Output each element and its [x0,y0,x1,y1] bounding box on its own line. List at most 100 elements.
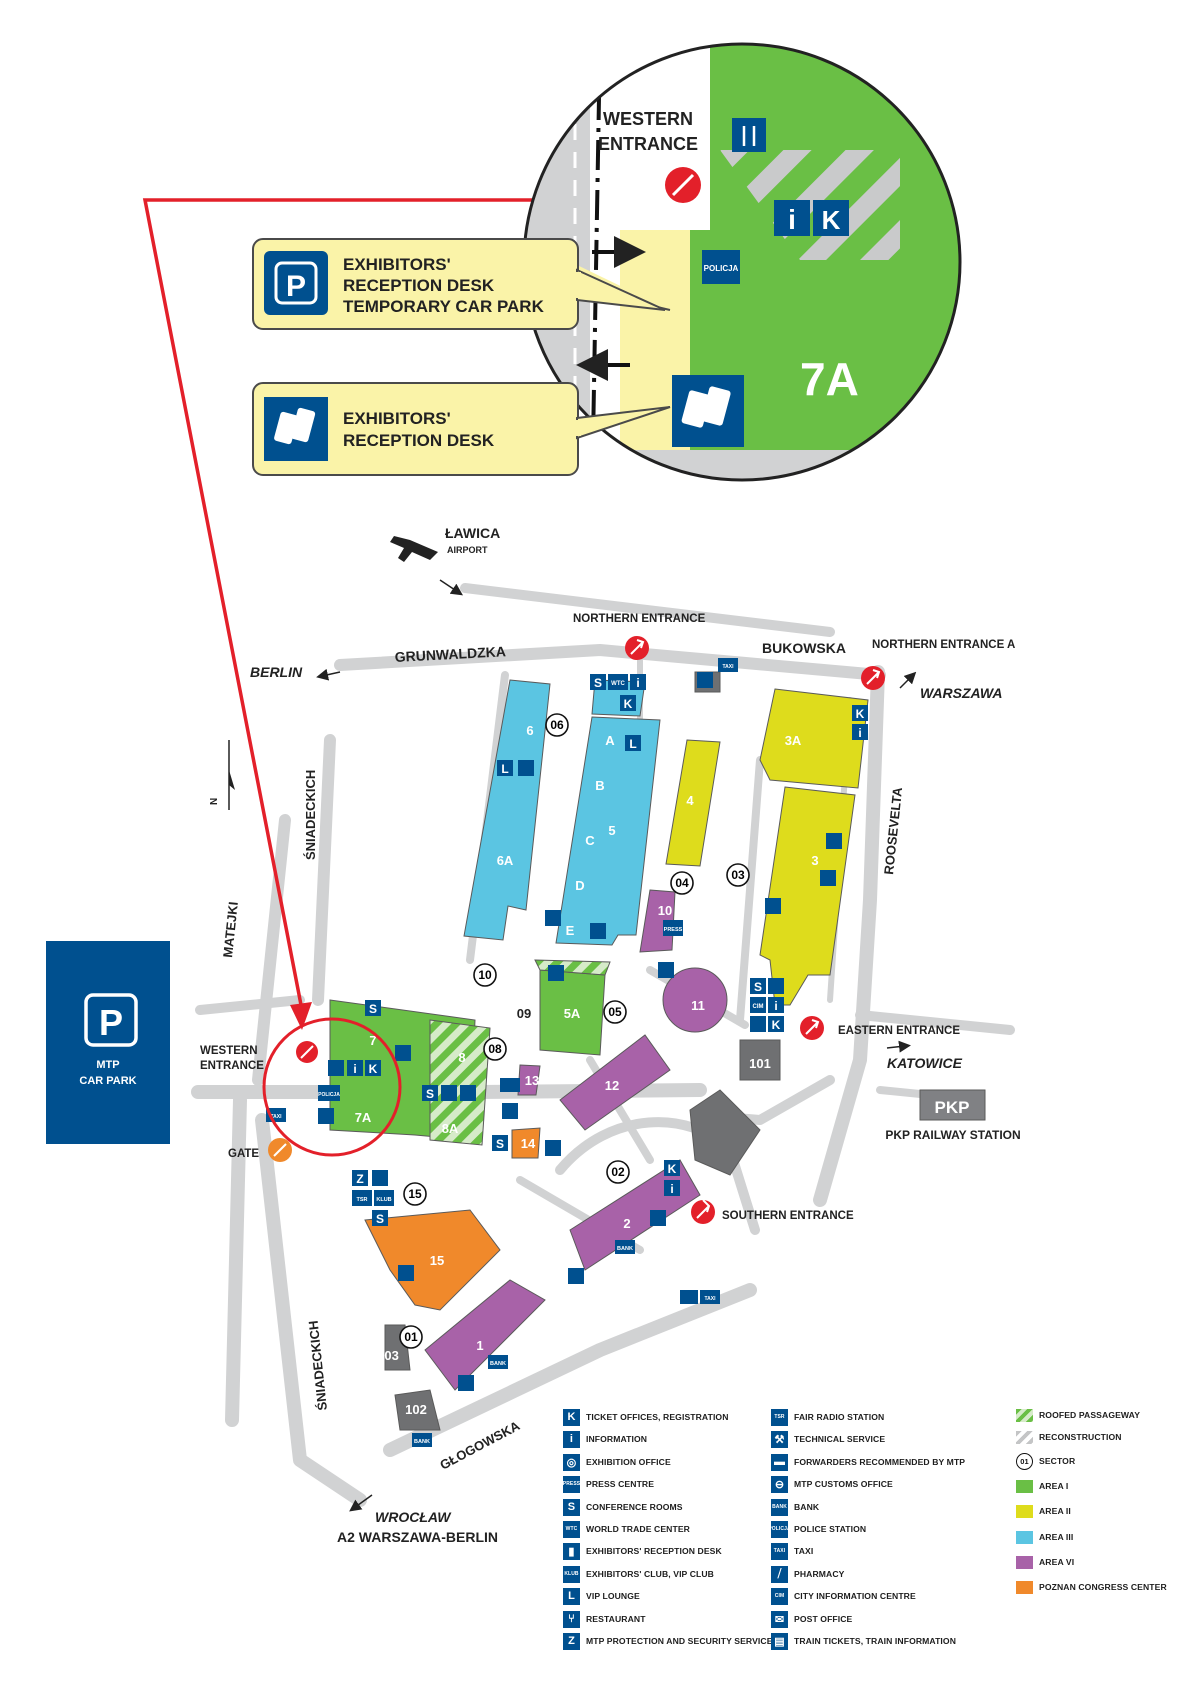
pkp-label: PKP [935,1098,970,1117]
legend-item: ▮EXHIBITORS' RECEPTION DESK [563,1541,722,1561]
exhibition-office-icon-3 [765,898,781,914]
hall-label-7: 7 [369,1033,376,1048]
eastern-entrance-label: EASTERN ENTRANCE [838,1025,960,1037]
svg-text:i: i [774,999,777,1013]
southern-entrance-label: SOUTHERN ENTRANCE [722,1210,854,1222]
hall-1 [424,1279,546,1391]
sector-03: 03 [731,868,745,882]
svg-text:S: S [594,676,602,690]
arrow-wroclaw [349,1494,373,1512]
hall-label-6: 6 [526,723,533,738]
hall-15 [364,1209,501,1311]
restaurant-icon-e [590,923,606,939]
bank-icon: BANK [771,1498,788,1516]
sector-10: 10 [478,968,492,982]
train-icon: ▤ [771,1632,788,1650]
svg-text:WTC: WTC [611,681,625,687]
north-label: N [209,798,220,805]
press-icon [663,920,683,936]
legend-item: ◎EXHIBITION OFFICE [563,1452,671,1472]
svg-text:i: i [636,676,639,690]
information-icon [630,674,646,690]
inset-restaurant-icon [732,118,766,152]
restaurant-icon: ⑂ [563,1610,580,1628]
northern-entrance-label: NORTHERN ENTRANCE [573,613,706,625]
post-office-icon-south [680,1290,698,1304]
inset-police-icon [702,250,740,284]
hall-4 [665,739,721,867]
taxi-icon-south [700,1290,720,1304]
area6-swatch [1016,1555,1033,1569]
congress-swatch [1016,1580,1033,1594]
wtc-icon: WTC [563,1520,580,1538]
svg-text:i: i [670,1182,673,1196]
hall-label-2: 2 [623,1216,630,1231]
hall-label-5a: 5A [564,1006,581,1021]
roofed-swatch [1016,1408,1033,1422]
street-grunwaldzka: GRUNWALDZKA [394,643,506,665]
svg-text:TAXI: TAXI [270,1114,282,1120]
press-icon: PRESS [563,1475,580,1493]
restaurant-icon-6 [518,760,534,776]
highlight-circle [262,1017,402,1157]
direction-berlin: BERLIN [250,664,303,680]
inset-hall-label: 7A [800,353,859,405]
hall-label-13: 13 [525,1073,539,1088]
hall-label-14: 14 [521,1136,536,1151]
vip-lounge-icon: L [563,1587,580,1605]
reconstruction-swatch [1016,1430,1033,1444]
pkp-station-label: PKP RAILWAY STATION [885,1128,1020,1142]
svg-text:CIM: CIM [753,1004,764,1010]
hall-label-1: 1 [476,1338,483,1353]
car-park-label-2: CAR PARK [79,1075,136,1087]
pkp-box [919,1089,986,1121]
security-icon: Z [563,1632,580,1650]
roads [191,583,1015,1507]
envelope-icon: ✉ [771,1610,788,1628]
technical-service-icon [398,1265,414,1281]
svg-text:i: i [788,204,796,235]
callout-parking-line-2: RECEPTION DESK [343,276,495,295]
street-roosevelta: ROOSEVELTA [881,786,905,875]
svg-text:BANK: BANK [617,1246,633,1252]
sector-05: 05 [608,1005,622,1019]
information-icon-101 [768,997,784,1013]
hall-label-3: 3 [811,853,818,868]
restaurant-icon-1 [458,1375,474,1391]
mtp-car-park [46,941,170,1144]
svg-text:K: K [822,205,841,235]
conference-icon-15 [372,1210,388,1226]
street-matejki: MATEJKI [220,901,241,958]
reception-desk-icon: ▮ [563,1542,580,1560]
parking-icon [84,993,138,1047]
ticket-office-icon-101 [768,1016,784,1032]
bank-icon-2 [615,1240,635,1254]
car-park-label-1: MTP [96,1059,119,1071]
conference-icon-7 [365,1000,381,1016]
inset-information-icon [774,200,810,236]
legend-item: POZNAN CONGRESS CENTER [1016,1577,1167,1597]
direction-a2: A2 WARSZAWA-BERLIN [337,1529,498,1545]
hall-label-a: A [605,733,615,748]
sector-15: 15 [408,1187,422,1201]
conference-icon-8 [422,1085,438,1101]
wrench-icon: ⚒ [771,1430,788,1448]
conference-icon [590,674,606,690]
pharmacy-icon: ⧸ [771,1565,788,1583]
callout-reception-line-2: RECEPTION DESK [343,431,495,450]
gate-label: GATE [228,1148,259,1160]
train-icon [750,1016,766,1032]
restaurant-icon-14 [545,1140,561,1156]
legend-item: AREA I [1016,1476,1068,1496]
customs-icon: ⊖ [771,1475,788,1493]
ticket-office-icon-3a [852,705,868,721]
callout-parking-line-1: EXHIBITORS' [343,255,451,274]
svg-text:Z: Z [356,1172,363,1186]
ticket-office-icon [620,695,636,711]
